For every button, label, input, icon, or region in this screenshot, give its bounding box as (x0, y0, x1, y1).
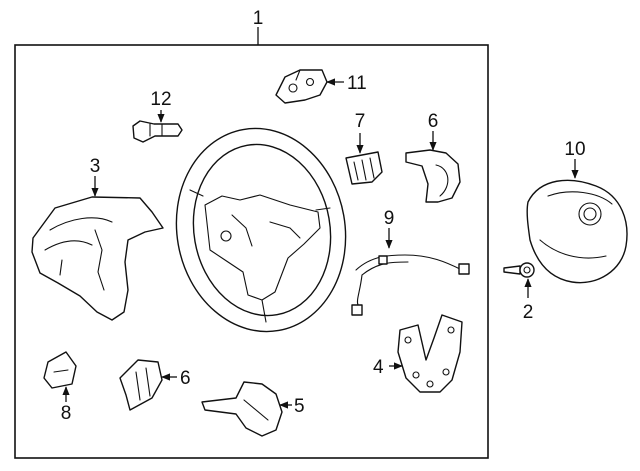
part-12-clip (132, 120, 183, 143)
part-7-switch (345, 151, 383, 185)
callout-1: 1 (253, 8, 264, 29)
callout-2: 2 (523, 302, 534, 323)
part-6-bezel-upper (405, 149, 461, 203)
callout-8: 8 (61, 403, 72, 424)
part-10-airbag-module (526, 179, 628, 284)
part-3-wheel-cover (31, 196, 164, 321)
callout-4: 4 (373, 357, 384, 378)
callout-9: 9 (384, 208, 395, 229)
callout-11: 11 (347, 73, 367, 94)
callout-6-upper: 6 (428, 111, 439, 132)
callout-12: 12 (150, 89, 171, 110)
assembly-frame (14, 44, 489, 459)
part-9-wiring-harness (351, 254, 470, 316)
part-5-lower-cover (201, 381, 283, 437)
part-6-bezel-lower (119, 359, 163, 411)
callout-7: 7 (355, 111, 366, 132)
part-11-bracket (275, 69, 328, 104)
callout-10: 10 (564, 139, 585, 160)
part-4-mounting-plate (397, 314, 463, 393)
callout-6-lower: 6 (180, 368, 191, 389)
callout-3: 3 (90, 156, 101, 177)
part-8-switch (43, 351, 77, 389)
part-2-bolt (503, 262, 535, 278)
callout-5: 5 (294, 396, 305, 417)
steering-wheel (175, 127, 347, 333)
